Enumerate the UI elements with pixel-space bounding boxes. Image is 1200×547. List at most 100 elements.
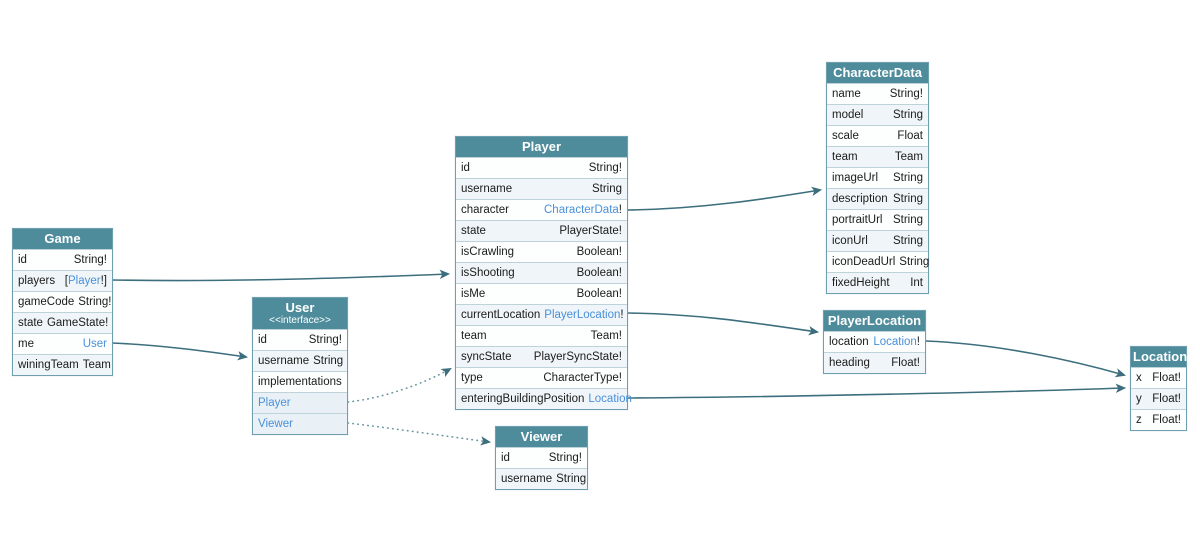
field-type: String <box>892 235 923 247</box>
field-type: String <box>892 109 923 121</box>
field-type: String! <box>73 254 107 266</box>
field-row-me[interactable]: me User <box>13 333 112 354</box>
field-name: location <box>829 336 869 348</box>
field-type: Int <box>910 277 923 289</box>
implementation-link[interactable]: Player <box>258 397 291 409</box>
edge-player-character <box>627 186 823 211</box>
table-header[interactable]: Location <box>1131 347 1187 367</box>
type-link-playerlocation[interactable]: PlayerLocation <box>544 309 621 321</box>
field-type: Team <box>82 359 111 371</box>
edge-player-currentlocation <box>627 312 820 336</box>
field-row-iconUrl[interactable]: iconUrl String <box>827 230 928 251</box>
field-type: String <box>892 214 923 226</box>
field-type: Float! <box>891 357 920 369</box>
table-title: PlayerLocation <box>827 313 922 328</box>
field-row-isShooting[interactable]: isShooting Boolean! <box>456 262 627 283</box>
field-row-id[interactable]: id String! <box>456 157 627 178</box>
type-link-characterdata[interactable]: CharacterData <box>544 204 619 216</box>
field-type: Boolean! <box>576 288 622 300</box>
edge-game-me <box>111 342 249 361</box>
field-name: id <box>461 162 470 174</box>
field-name: username <box>258 355 310 367</box>
table-header[interactable]: Game <box>13 229 112 249</box>
field-type: String <box>892 172 923 184</box>
type-link-player[interactable]: Player <box>68 275 101 287</box>
field-name: iconUrl <box>832 235 868 247</box>
field-name: me <box>18 338 34 350</box>
table-title: Viewer <box>520 429 563 444</box>
edge-player-enteringbuildingposition <box>627 383 1127 399</box>
field-name: username <box>461 183 513 195</box>
type-link-location[interactable]: Location <box>588 393 632 405</box>
table-subtitle: <<interface>> <box>269 315 331 326</box>
field-type: User <box>83 338 107 350</box>
implementation-row-player[interactable]: Player <box>253 392 347 413</box>
table-header[interactable]: PlayerLocation <box>824 311 925 331</box>
table-header[interactable]: CharacterData <box>827 63 928 83</box>
table-header[interactable]: Player <box>456 137 627 157</box>
implementation-row-viewer[interactable]: Viewer <box>253 413 347 434</box>
field-type: Boolean! <box>576 246 622 258</box>
field-name: state <box>18 317 43 329</box>
table-header[interactable]: Viewer <box>496 427 587 447</box>
label-text: implementations <box>258 376 342 388</box>
field-name: isShooting <box>461 267 515 279</box>
field-type: Boolean! <box>576 267 622 279</box>
type-link-user[interactable]: User <box>82 338 107 350</box>
table-header[interactable]: User<<interface>> <box>253 298 347 329</box>
field-type: Float! <box>1152 414 1181 426</box>
edge-user-viewer <box>347 422 492 446</box>
field-type: String <box>313 355 344 367</box>
field-name: syncState <box>461 351 512 363</box>
field-name: id <box>258 334 267 346</box>
field-type: String <box>892 193 923 205</box>
field-name: x <box>1136 372 1142 384</box>
field-row-players[interactable]: players[Player!] <box>13 270 112 291</box>
implementation-link[interactable]: Viewer <box>258 418 293 430</box>
field-type: String! <box>588 162 622 174</box>
type-link-location[interactable]: Location <box>873 336 917 348</box>
field-type: Float <box>897 130 923 142</box>
field-name: enteringBuildingPosition <box>461 393 585 405</box>
